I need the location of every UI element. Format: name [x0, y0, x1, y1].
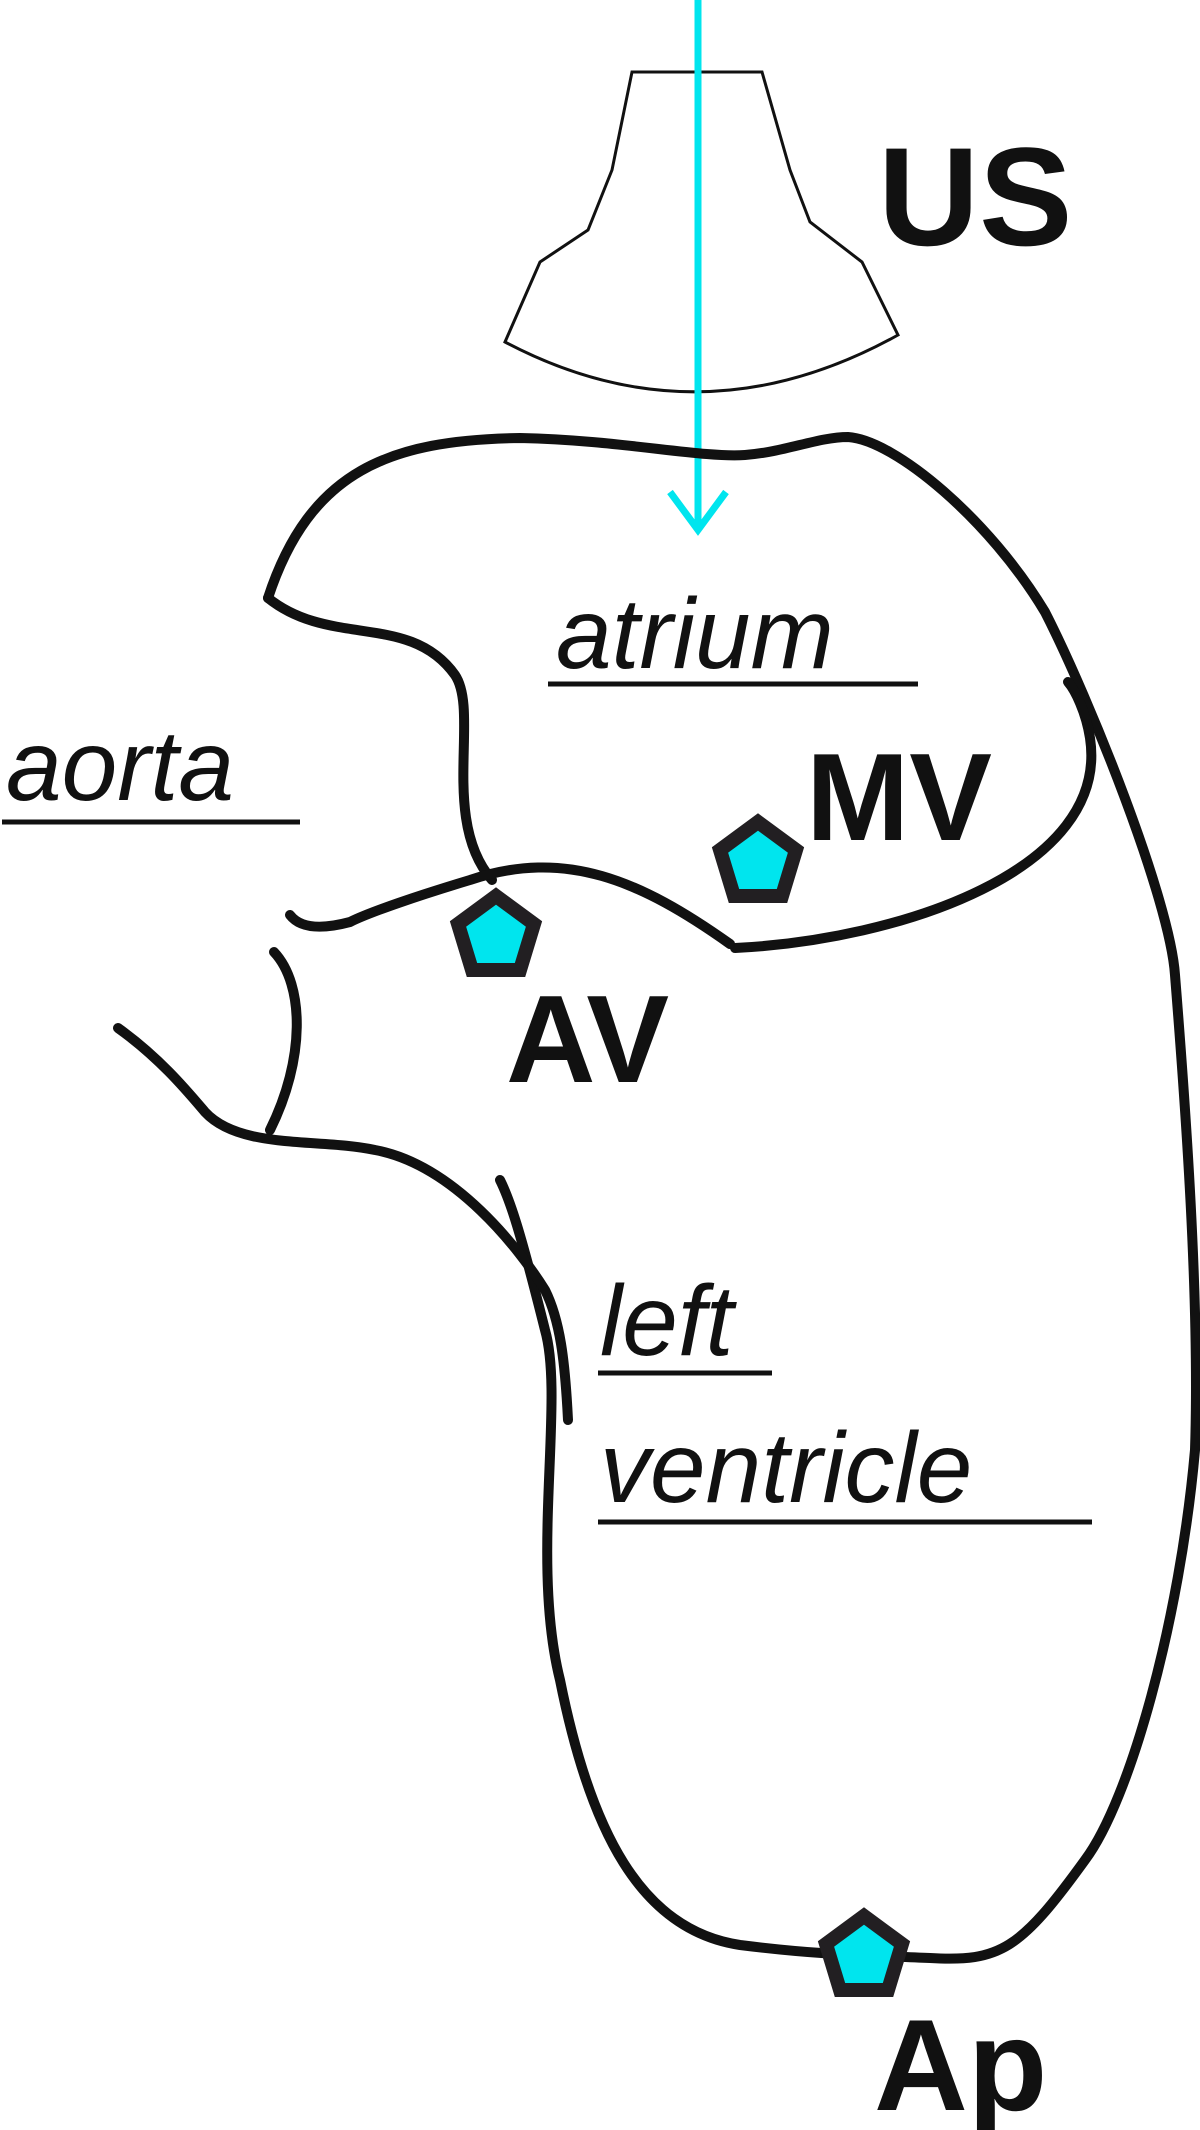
aorta-inner-wall [265, 947, 302, 1135]
pentagon-marker-icon [817, 1907, 911, 1997]
left-ventricle-label-line2: ventricle [600, 1412, 972, 1524]
down-arrow-icon [667, 0, 729, 536]
atrium-septum [263, 593, 497, 885]
pentagon-marker-icon [449, 887, 543, 977]
apex-label: Ap [874, 1992, 1047, 2130]
aorta-label: aorta [6, 710, 234, 822]
mitral-valve-label: MV [806, 729, 992, 867]
aortic-valve-label: AV [506, 971, 669, 1109]
mitral-valve-marker [711, 813, 805, 903]
heart-outline [113, 432, 1200, 1964]
ultrasound-transducer-icon [503, 70, 900, 394]
mitral-annulus [730, 677, 1097, 953]
atrium-wall [263, 432, 1200, 1964]
atrium-label: atrium [556, 578, 834, 690]
apex-marker [817, 1907, 911, 1997]
aortic-valve-marker [449, 887, 543, 977]
probe-label: US [878, 118, 1072, 275]
pentagon-marker-icon [711, 813, 805, 903]
aorta-lower-wall [113, 1023, 573, 1425]
left-ventricle-label-line1: left [600, 1265, 738, 1377]
aortic-valve-leaflet [285, 862, 735, 949]
